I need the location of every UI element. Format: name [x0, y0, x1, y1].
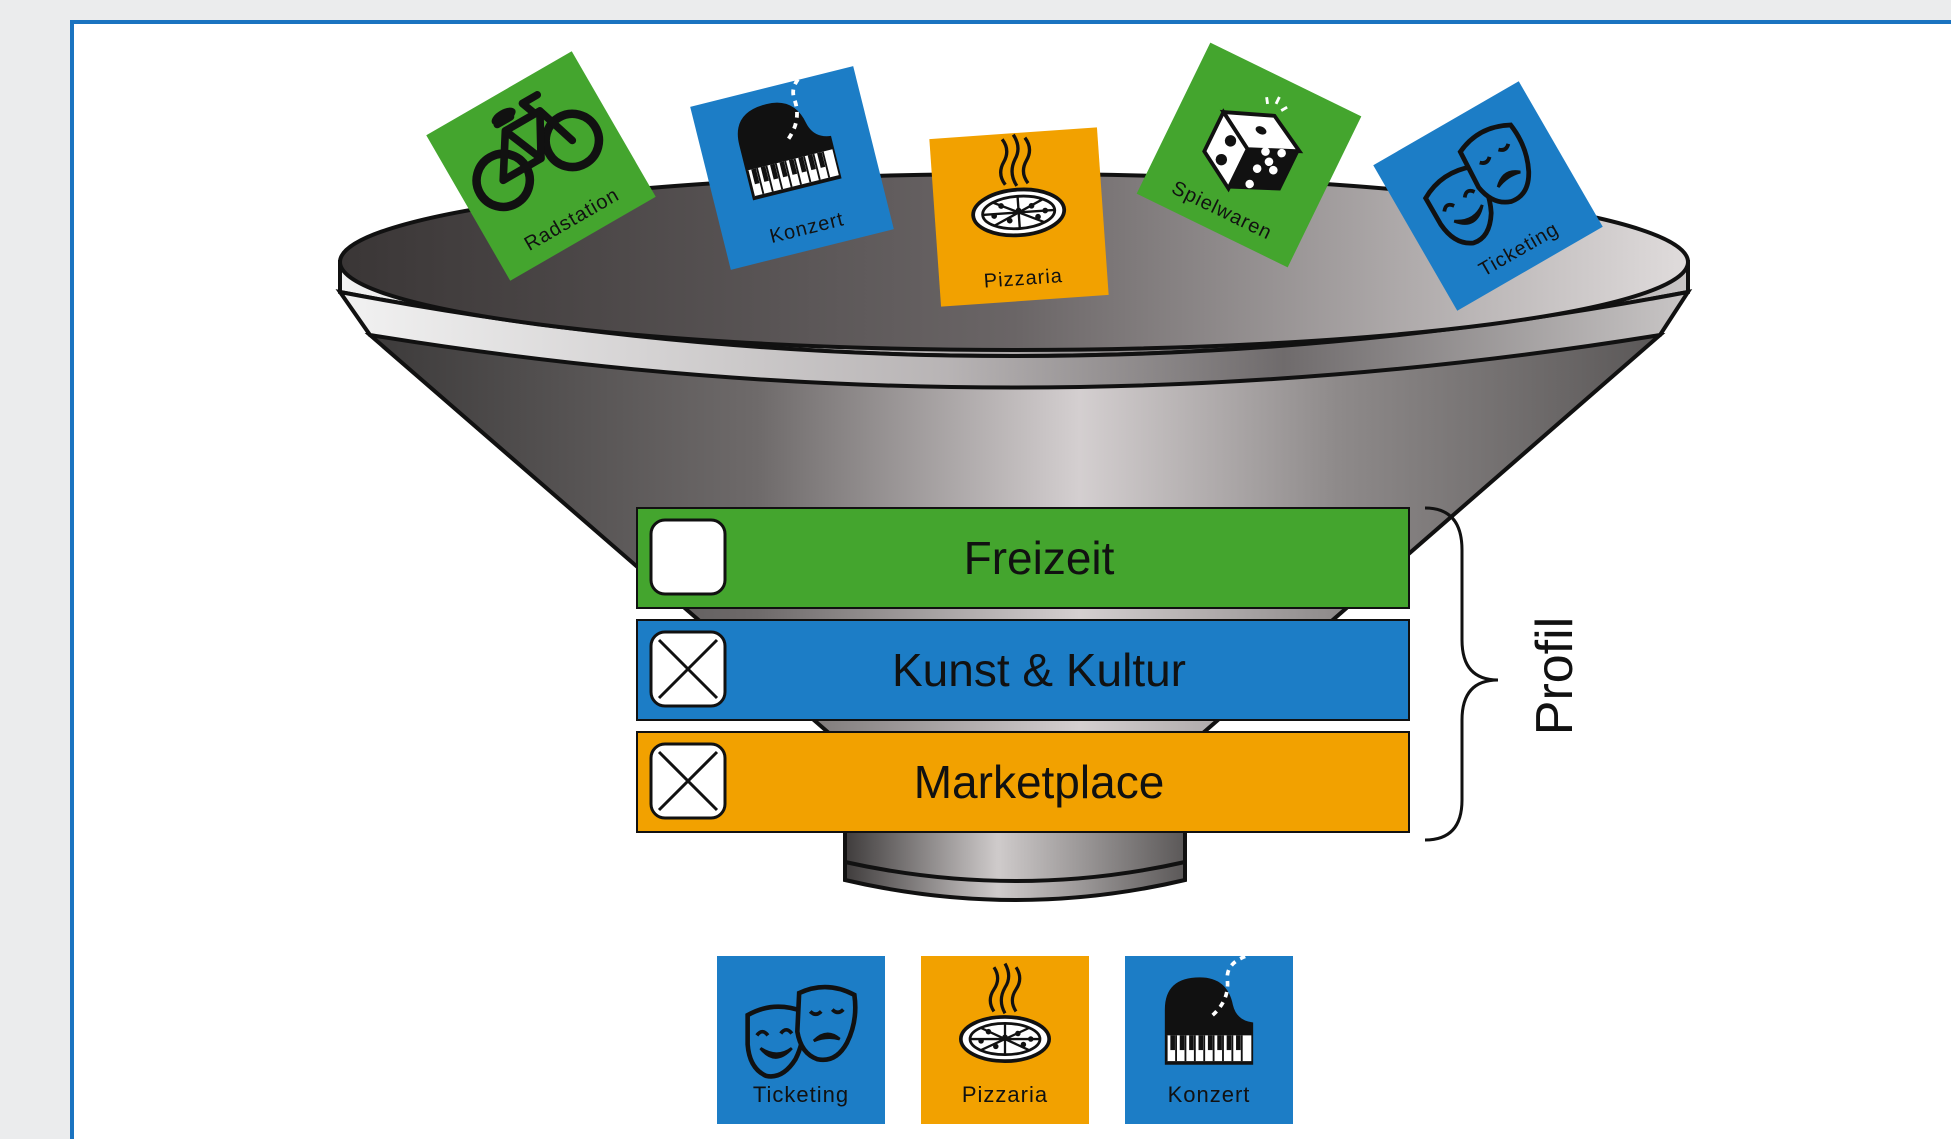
category-bar	[636, 731, 1410, 833]
tile-label: Konzert	[1168, 1082, 1251, 1107]
category-label: Kunst & Kultur	[892, 644, 1186, 696]
piano-icon	[1164, 954, 1254, 1065]
category-bar	[636, 619, 1410, 721]
category-row: Kunst & Kultur	[636, 619, 1410, 721]
result-tiles: Ticketing Pizzaria Konzert	[717, 954, 1293, 1124]
tile-label: Ticketing	[753, 1082, 849, 1107]
category-checkbox[interactable]	[649, 742, 727, 820]
pizza-icon	[971, 133, 1067, 238]
funnel-tile-ticketing: Ticketing	[1373, 81, 1603, 311]
result-tile: Konzert	[1125, 954, 1293, 1124]
result-tile: Pizzaria	[921, 956, 1089, 1124]
tile-label: Pizzaria	[962, 1082, 1048, 1107]
profile-brace	[1424, 506, 1499, 842]
tile-background	[426, 51, 656, 281]
category-row: Marketplace	[636, 731, 1410, 833]
theater-masks-icon	[1422, 122, 1532, 246]
dice-icon	[1202, 96, 1304, 193]
category-checkbox[interactable]	[649, 630, 727, 708]
pizza-icon	[958, 962, 1052, 1063]
category-row: Freizeit	[636, 507, 1410, 609]
theater-masks-icon	[745, 984, 858, 1079]
category-bar	[636, 507, 1410, 609]
piano-icon	[737, 69, 842, 201]
funnel-tile-pizzaria: Pizzaria	[929, 127, 1109, 307]
category-checkbox[interactable]	[649, 518, 727, 596]
result-tile: Ticketing	[717, 956, 885, 1124]
category-label: Marketplace	[914, 756, 1165, 808]
category-label: Freizeit	[964, 532, 1115, 584]
profile-label: Profil	[1526, 617, 1584, 735]
bicycle-icon	[472, 91, 604, 212]
funnel-tile-konzert: Konzert	[690, 66, 894, 270]
funnel-tile-spielwaren: Spielwaren	[1136, 42, 1362, 268]
check-x-icon	[657, 750, 719, 812]
check-x-icon	[657, 638, 719, 700]
